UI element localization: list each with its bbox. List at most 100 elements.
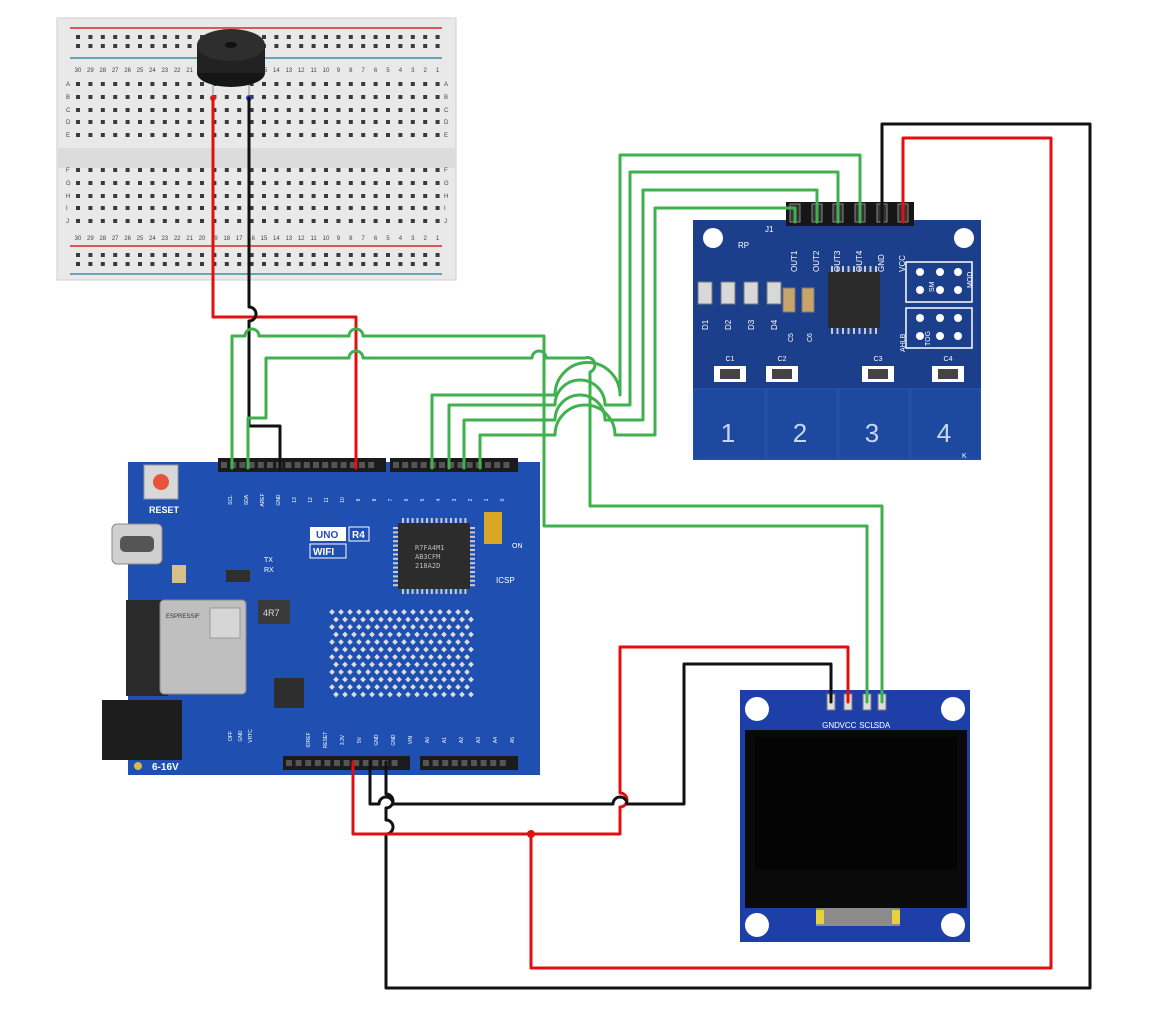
breadboard-labels: 3030292928282727262625252424232322222121… [66,68,449,242]
arduino-pin-label: GND [276,494,282,506]
chip-pin [864,266,866,272]
chip-pin [470,579,475,582]
touch-pin-label: OUT1 [790,250,799,272]
led-matrix-dot [378,631,384,638]
breadboard-hole [249,194,254,198]
breadboard-hole [348,120,353,124]
led-matrix-dot [383,654,389,660]
led-matrix-dot [374,684,380,690]
led-matrix-dot [405,616,411,623]
column-number: 11 [310,68,317,74]
column-number: 23 [161,236,168,242]
column-number: 1 [436,68,440,74]
led-matrix-dot [441,631,447,638]
arduino-pin-label: 3 [452,498,458,501]
breadboard-hole [435,206,440,210]
led-matrix-dot [423,631,429,638]
breadboard-hole [423,168,428,172]
led-matrix-dot [423,616,429,623]
led-matrix-dot [387,631,393,638]
row-letter: J [66,219,69,225]
led-matrix-dot [356,669,362,675]
breadboard-hole [336,95,341,99]
rail-hole [398,35,403,39]
breadboard-hole [311,95,316,99]
breadboard-hole [100,120,105,124]
led-matrix-dot [455,654,461,660]
jumper-pad [936,332,944,340]
arduino-pin-label: A4 [493,737,499,743]
breadboard-hole [262,194,266,198]
chip-pin [393,579,398,582]
wire-out1 [430,153,862,470]
breadboard-hole [274,194,279,198]
chip-pin [430,589,433,594]
breadboard-hole [175,219,180,223]
led-matrix-dot [396,616,402,623]
led-label: D2 [724,319,733,330]
reset-button[interactable] [153,474,169,490]
header-pin [420,462,427,468]
chip-pin [470,562,475,565]
led-matrix-dot [351,631,357,638]
rail-hole [348,253,353,257]
wire-out4 [478,206,797,470]
rail-hole [386,262,390,266]
column-number: 25 [137,236,144,242]
breadboard-hole [274,133,279,137]
header-pin [432,760,439,766]
breadboard-hole [150,82,155,86]
led-matrix-dot [459,691,465,698]
capacitor [938,369,958,379]
breadboard-hole [249,120,254,124]
touch-pin-label: VCC [898,255,907,272]
breadboard-hole [187,133,192,137]
wire-buzzer-negative [247,96,282,470]
rail-hole [336,262,341,266]
rail-hole [138,44,142,48]
led-matrix-dot [450,661,456,668]
breadboard-hole [311,194,316,198]
rail-hole [187,35,192,39]
led-matrix-dot [410,624,416,630]
led-matrix-dot [468,691,474,698]
dc-jack [102,700,182,760]
header-pin [448,462,455,468]
breadboard-hole [336,120,341,124]
breadboard-hole [423,120,428,124]
breadboard-hole [324,219,328,223]
breadboard-hole [113,194,118,198]
breadboard-hole [373,120,378,124]
rail-hole [237,253,242,257]
breadboard-hole [88,168,93,172]
breadboard-hole [262,95,266,99]
led-matrix-dot [419,654,425,660]
led-matrix-dot [432,661,438,668]
header-pin [295,760,302,766]
rail-hole [423,44,428,48]
led-matrix-dot [428,669,434,675]
led-matrix-dot [459,646,465,653]
row-letter: G [444,181,449,187]
column-number: 7 [362,236,366,242]
breadboard-hole [187,181,192,185]
led-matrix-dot [396,661,402,668]
breadboard-hole [386,206,390,210]
breadboard-hole [311,82,316,86]
breadboard-hole [113,133,118,137]
breadboard-hole [324,95,328,99]
rail-hole [125,35,130,39]
column-number: 27 [112,68,119,74]
chip-pin [393,540,398,543]
rail-hole [324,35,328,39]
breadboard-hole [435,133,440,137]
breadboard-hole [175,206,180,210]
arduino-pin-label: 1 [484,498,490,501]
column-number: 2 [424,68,428,74]
led-matrix-dot [455,609,461,615]
rail-hole [88,253,93,257]
column-number: 28 [99,68,106,74]
breadboard-hole [187,120,192,124]
row-letter: E [66,133,70,139]
breadboard-hole [435,181,440,185]
